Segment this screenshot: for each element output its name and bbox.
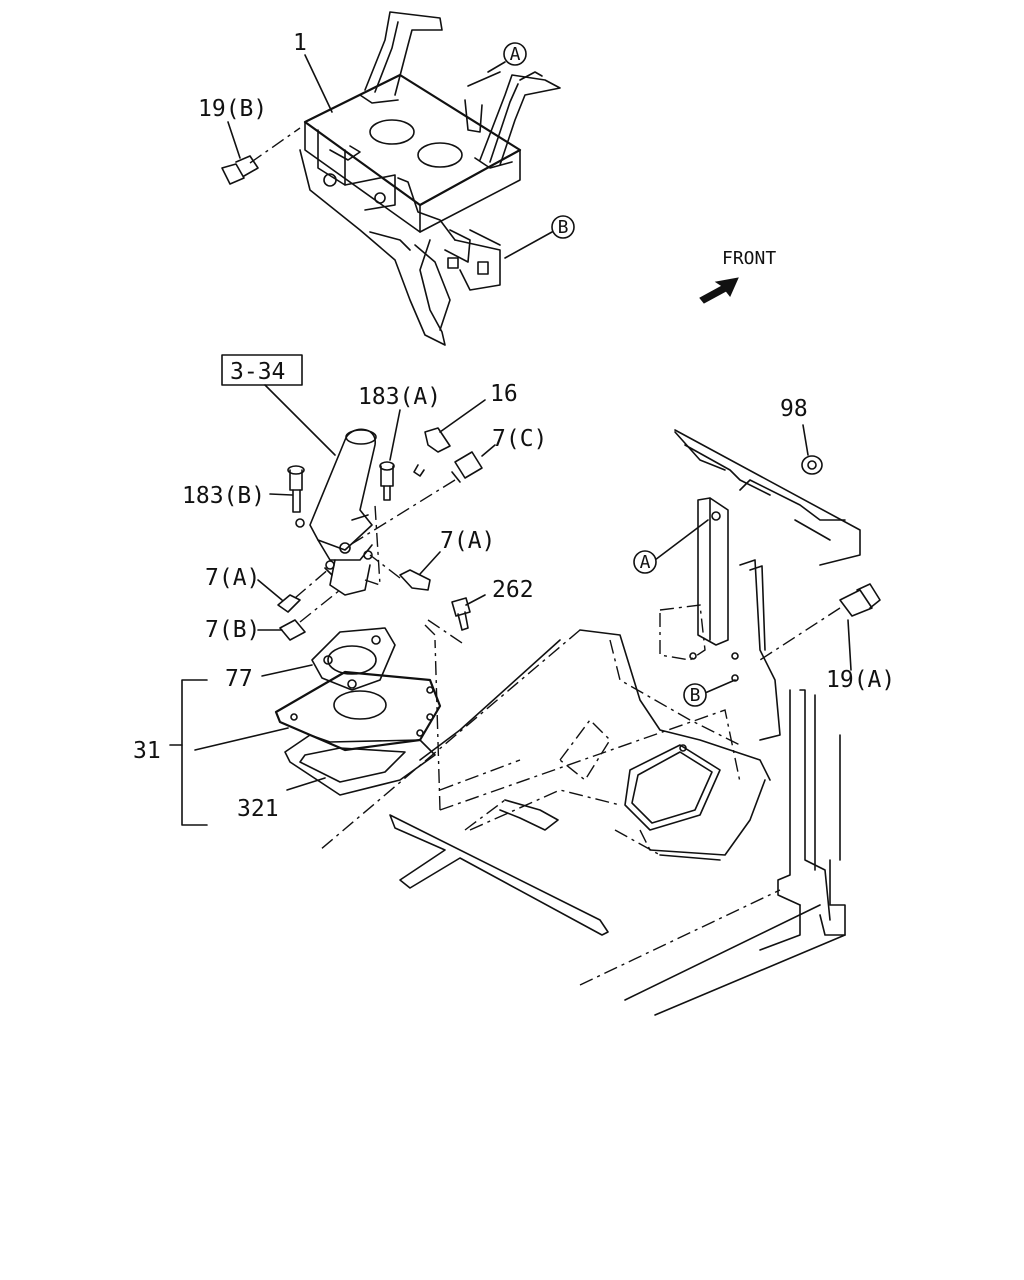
front-label: FRONT bbox=[722, 248, 776, 269]
bolt-19a bbox=[759, 583, 881, 661]
bolt-183a bbox=[379, 461, 395, 501]
bolt-262 bbox=[451, 597, 471, 631]
front-indicator: FRONT bbox=[699, 248, 776, 304]
fitting-7a-right bbox=[369, 554, 431, 591]
label-part-98: 98 bbox=[780, 396, 808, 422]
fitting-16 bbox=[413, 427, 451, 477]
reference-box bbox=[221, 354, 303, 386]
label-part-7b: 7(B) bbox=[205, 617, 260, 643]
fitting-7b bbox=[279, 589, 341, 641]
label-part-321: 321 bbox=[237, 796, 279, 822]
callout-b-bottom: B bbox=[683, 683, 707, 707]
fitting-7a-left bbox=[277, 567, 331, 613]
label-part-19b: 19(B) bbox=[198, 96, 267, 122]
label-part-16: 16 bbox=[490, 381, 518, 407]
svg-text:A: A bbox=[510, 44, 521, 65]
bracket-assembly-1 bbox=[299, 11, 561, 346]
bolt-19b bbox=[221, 127, 301, 185]
label-part-77: 77 bbox=[225, 666, 253, 692]
label-part-262: 262 bbox=[492, 577, 534, 603]
label-part-7c: 7(C) bbox=[492, 426, 547, 452]
label-part-183b: 183(B) bbox=[182, 483, 265, 509]
label-part-19a: 19(A) bbox=[826, 667, 895, 693]
floor-frame-structure bbox=[319, 429, 861, 1016]
callout-a-top: A bbox=[503, 42, 527, 66]
nut-98 bbox=[801, 455, 823, 475]
label-part-31: 31 bbox=[133, 738, 161, 764]
control-lever-assembly bbox=[274, 428, 741, 811]
svg-text:B: B bbox=[690, 685, 701, 706]
part-labels: 1 19(B) 3-34 183(A) 16 7(C) 183(B) 7(A) … bbox=[133, 30, 895, 822]
callout-b-top: B bbox=[551, 215, 575, 239]
label-ref-3-34: 3-34 bbox=[230, 359, 285, 385]
label-part-1: 1 bbox=[293, 30, 307, 56]
label-part-7a-right: 7(A) bbox=[440, 528, 495, 554]
label-part-183a: 183(A) bbox=[358, 384, 441, 410]
bolt-183b bbox=[287, 465, 305, 528]
leader-lines bbox=[169, 54, 852, 826]
label-part-7a-left: 7(A) bbox=[205, 565, 260, 591]
svg-text:A: A bbox=[640, 552, 651, 573]
arrow-northeast-icon bbox=[699, 277, 739, 304]
fitting-7c bbox=[349, 451, 483, 546]
callout-a-bottom: A bbox=[633, 550, 657, 574]
svg-text:B: B bbox=[558, 217, 569, 238]
